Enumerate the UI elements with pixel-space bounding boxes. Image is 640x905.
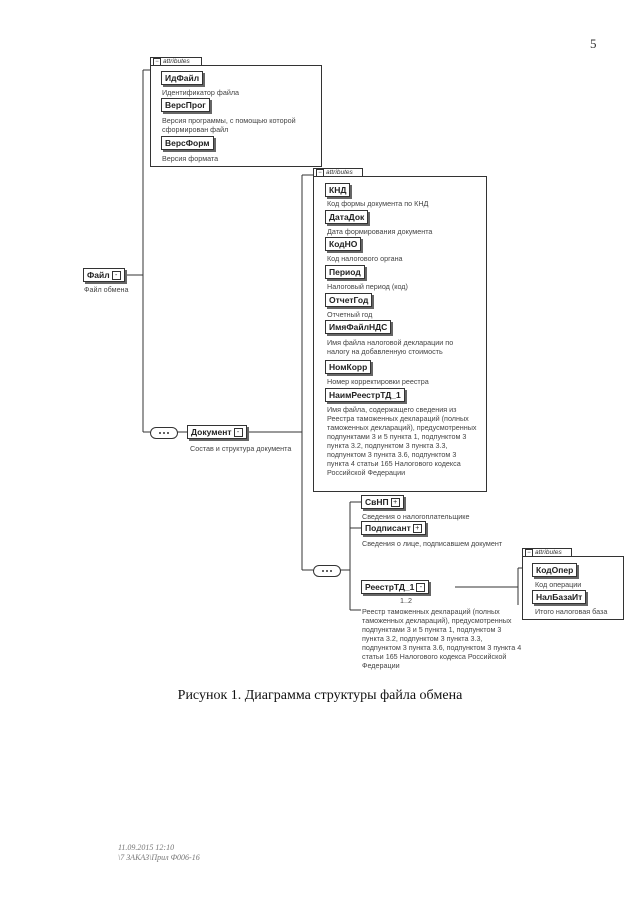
reestr-desc: Реестр таможенных деклараций (полных там… — [362, 607, 522, 670]
reestr-attributes-header: −attributes — [525, 549, 562, 557]
attr-versform[interactable]: ВерсФорм — [161, 136, 214, 150]
file-attributes-tab — [150, 57, 202, 66]
collapse-icon[interactable]: − — [316, 169, 324, 177]
reestr-multiplicity: 1..2 — [400, 596, 412, 605]
attr-naimreestrtd1[interactable]: НаимРеестрТД_1 — [325, 388, 405, 402]
reestr-attributes-tab — [522, 548, 572, 557]
attr-versprog-desc: Версия программы, с помощью которой сфор… — [162, 116, 296, 134]
attr-otchetgod-desc: Отчетный год — [327, 310, 373, 319]
attr-nalbazait[interactable]: НалБазаИт — [532, 590, 587, 604]
attr-imyafailnds[interactable]: ИмяФайлНДС — [325, 320, 392, 334]
sequence-icon — [313, 565, 341, 577]
attr-knd-desc: Код формы документа по КНД — [327, 199, 429, 208]
attr-period-desc: Налоговый период (код) — [327, 282, 408, 291]
root-element[interactable]: Файл- — [83, 268, 125, 283]
attr-nomkorr-desc: Номер корректировки реестра — [327, 377, 429, 386]
doc-attributes-tab — [313, 168, 363, 177]
attr-kodoper-desc: Код операции — [535, 580, 582, 589]
attr-imyafailnds-desc: Имя файла налоговой декларации по налогу… — [327, 338, 454, 356]
attr-kodno-desc: Код налогового органа — [327, 254, 403, 263]
reestr-element[interactable]: РеестрТД_1- — [361, 580, 430, 595]
child-svnp[interactable]: СвНП+ — [361, 495, 404, 510]
collapse-icon[interactable]: − — [153, 58, 161, 66]
attr-knd[interactable]: КНД — [325, 183, 351, 197]
footer-path: \7 ЗАКАЗ\Прил Ф006-16 — [118, 853, 200, 862]
attr-period[interactable]: Период — [325, 265, 365, 279]
file-attributes-header: −attributes — [153, 58, 190, 66]
document-element[interactable]: Документ- — [187, 425, 247, 440]
attr-naimreestrtd1-desc: Имя файла, содержащего сведения из Реест… — [327, 405, 477, 477]
attr-datadok-desc: Дата формирования документа — [327, 227, 433, 236]
attr-nalbazait-desc: Итого налоговая база — [535, 607, 608, 616]
attr-idfail[interactable]: ИдФайл — [161, 71, 204, 85]
expand-icon[interactable]: + — [412, 524, 422, 534]
attr-versform-desc: Версия формата — [162, 154, 219, 163]
attr-datadok[interactable]: ДатаДок — [325, 210, 369, 224]
figure-caption: Рисунок 1. Диаграмма структуры файла обм… — [177, 688, 463, 703]
doc-attributes-box: −attributes — [313, 169, 487, 492]
attr-versprog[interactable]: ВерсПрог — [161, 98, 210, 112]
attr-kodno[interactable]: КодНО — [325, 237, 362, 251]
child-podpisant[interactable]: Подписант+ — [361, 521, 426, 536]
expand-icon[interactable]: + — [390, 498, 400, 508]
expand-icon[interactable]: - — [233, 428, 243, 438]
page-number: 5 — [590, 36, 597, 51]
child-svnp-desc: Сведения о налогоплательщике — [362, 512, 470, 521]
sequence-icon — [150, 427, 178, 439]
attr-idfail-desc: Идентификатор файла — [162, 88, 240, 97]
attr-nomkorr[interactable]: НомКорр — [325, 360, 372, 374]
attr-kodoper[interactable]: КодОпер — [532, 563, 578, 577]
root-element-desc: Файл обмена — [84, 285, 129, 294]
expand-icon[interactable]: - — [416, 583, 426, 593]
footer-date: 11.09.2015 12:10 — [118, 843, 175, 852]
child-podpisant-desc: Сведения о лице, подписавшем документ — [362, 539, 503, 548]
document-element-desc: Состав и структура документа — [190, 444, 292, 453]
doc-attributes-header: −attributes — [316, 169, 353, 177]
attr-otchetgod[interactable]: ОтчетГод — [325, 293, 373, 307]
expand-icon[interactable]: - — [111, 271, 121, 281]
collapse-icon[interactable]: − — [525, 549, 533, 557]
